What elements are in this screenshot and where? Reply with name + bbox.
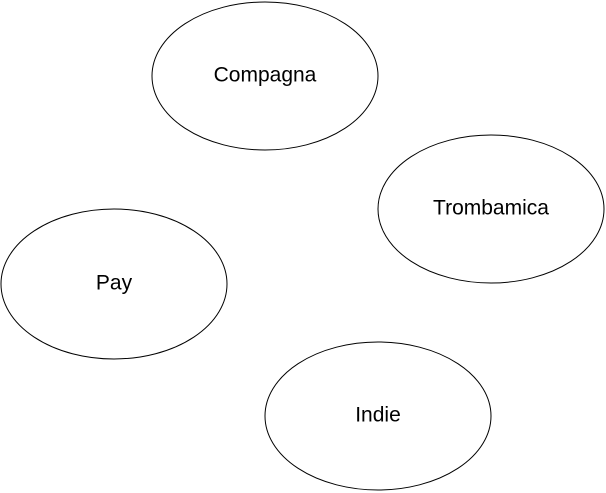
node-compagna[interactable]: Compagna: [151, 1, 379, 151]
node-indie[interactable]: Indie: [264, 341, 492, 491]
node-compagna-label: Compagna: [214, 64, 317, 87]
node-pay-ellipse: [0, 208, 228, 360]
node-indie-label: Indie: [355, 404, 401, 427]
node-indie-ellipse: [264, 341, 492, 491]
node-pay[interactable]: Pay: [0, 208, 228, 360]
node-pay-label: Pay: [96, 272, 133, 295]
node-trombamica-ellipse: [377, 134, 605, 284]
node-trombamica[interactable]: Trombamica: [377, 134, 605, 284]
node-compagna-ellipse: [151, 1, 379, 151]
node-trombamica-label: Trombamica: [433, 197, 549, 220]
